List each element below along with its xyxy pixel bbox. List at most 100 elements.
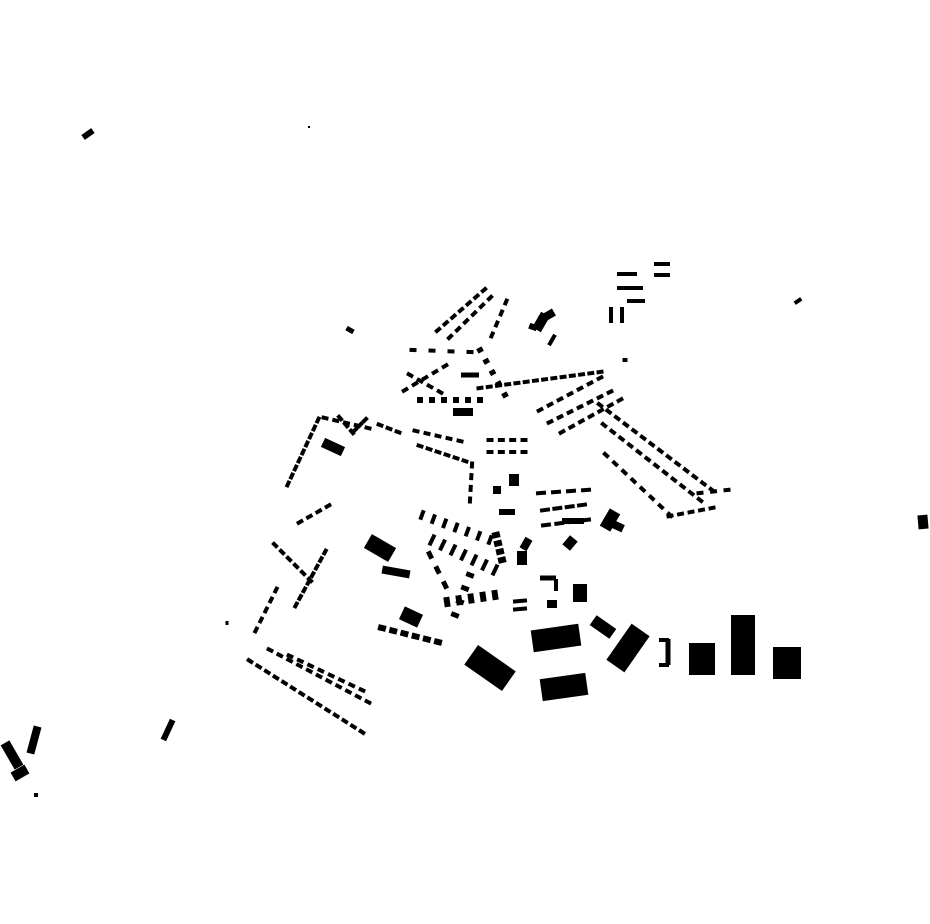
building-footprint <box>696 496 704 504</box>
building-footprint <box>595 393 605 401</box>
building-footprint <box>550 489 562 495</box>
building-footprint <box>297 690 306 698</box>
building-footprint <box>664 453 673 462</box>
building-footprint <box>499 509 515 515</box>
building-footprint <box>477 397 483 403</box>
building-footprint <box>428 348 436 353</box>
building-footprint <box>364 425 372 431</box>
building-footprint <box>81 128 95 140</box>
building-footprint <box>535 490 547 496</box>
building-footprint <box>429 397 435 403</box>
building-footprint <box>793 297 803 305</box>
building-footprint <box>398 606 424 628</box>
building-footprint <box>656 502 665 511</box>
building-footprint <box>357 728 367 736</box>
building-footprint <box>488 368 497 377</box>
building-footprint <box>493 486 501 494</box>
building-footprint <box>292 562 300 570</box>
building-footprint <box>509 474 519 486</box>
building-footprint <box>345 325 355 335</box>
building-footprint <box>564 504 575 510</box>
building-footprint <box>462 317 470 326</box>
building-footprint <box>488 330 496 340</box>
building-footprint <box>262 605 270 615</box>
building-footprint <box>245 657 255 665</box>
building-footprint <box>296 593 304 602</box>
building-footprint <box>495 547 505 556</box>
building-footprint <box>486 438 494 442</box>
building-footprint <box>320 437 346 457</box>
building-footprint <box>452 454 460 462</box>
building-footprint <box>545 401 555 409</box>
building-footprint <box>615 396 625 404</box>
building-footprint <box>321 547 329 557</box>
building-footprint <box>314 507 323 515</box>
building-footprint <box>605 388 615 396</box>
building-footprint <box>292 600 300 610</box>
building-footprint <box>433 638 443 646</box>
building-footprint <box>678 482 687 491</box>
building-footprint <box>554 579 558 591</box>
building-footprint <box>292 463 299 473</box>
building-footprint <box>567 423 576 431</box>
building-footprint <box>503 381 512 387</box>
building-footprint <box>278 548 286 556</box>
building-footprint <box>708 505 716 511</box>
building-footprint <box>545 418 555 426</box>
building-footprint <box>300 585 308 594</box>
building-footprint <box>498 308 505 318</box>
building-footprint <box>497 450 505 454</box>
building-footprint <box>639 433 648 442</box>
building-footprint <box>568 373 577 379</box>
building-footprint <box>611 459 620 468</box>
building-footprint <box>463 526 471 538</box>
building-footprint <box>576 502 588 508</box>
building-footprint <box>399 629 410 638</box>
building-footprint <box>605 517 625 533</box>
building-footprint <box>699 479 708 488</box>
building-footprint <box>696 490 704 496</box>
building-footprint <box>547 600 557 608</box>
building-footprint <box>565 488 577 494</box>
building-footprint <box>331 417 340 424</box>
building-footprint <box>461 372 479 378</box>
building-footprint <box>480 558 489 572</box>
building-footprint <box>575 403 585 411</box>
building-footprint <box>567 519 578 525</box>
building-footprint <box>410 380 420 388</box>
building-footprint <box>417 397 423 403</box>
building-footprint <box>446 333 454 341</box>
building-footprint <box>539 507 551 513</box>
building-footprint <box>554 520 565 526</box>
building-footprint <box>606 401 615 409</box>
building-footprint <box>555 395 565 403</box>
building-footprint <box>731 615 755 675</box>
building-footprint <box>669 475 678 484</box>
building-footprint <box>540 376 549 382</box>
building-footprint <box>517 551 527 565</box>
building-footprint <box>449 312 458 321</box>
building-footprint <box>580 517 592 523</box>
building-footprint <box>363 698 373 706</box>
building-footprint <box>460 584 470 593</box>
building-footprint <box>482 357 491 365</box>
building-footprint <box>267 595 275 605</box>
building-footprint <box>434 326 442 334</box>
building-footprint <box>512 606 528 612</box>
building-footprint <box>470 309 478 318</box>
building-footprint <box>440 362 450 370</box>
building-footprint <box>271 541 279 549</box>
building-footprint <box>284 479 292 489</box>
building-footprint <box>280 679 289 687</box>
building-footprint <box>448 543 458 557</box>
building-footprint <box>513 380 521 386</box>
building-footprint <box>289 684 298 692</box>
building-footprint <box>423 430 431 437</box>
building-footprint <box>354 693 363 701</box>
building-footprint <box>10 764 30 782</box>
building-footprint <box>622 358 628 362</box>
building-footprint <box>344 688 353 696</box>
building-footprint <box>530 623 582 653</box>
building-footprint <box>356 421 364 429</box>
building-footprint <box>347 681 356 689</box>
